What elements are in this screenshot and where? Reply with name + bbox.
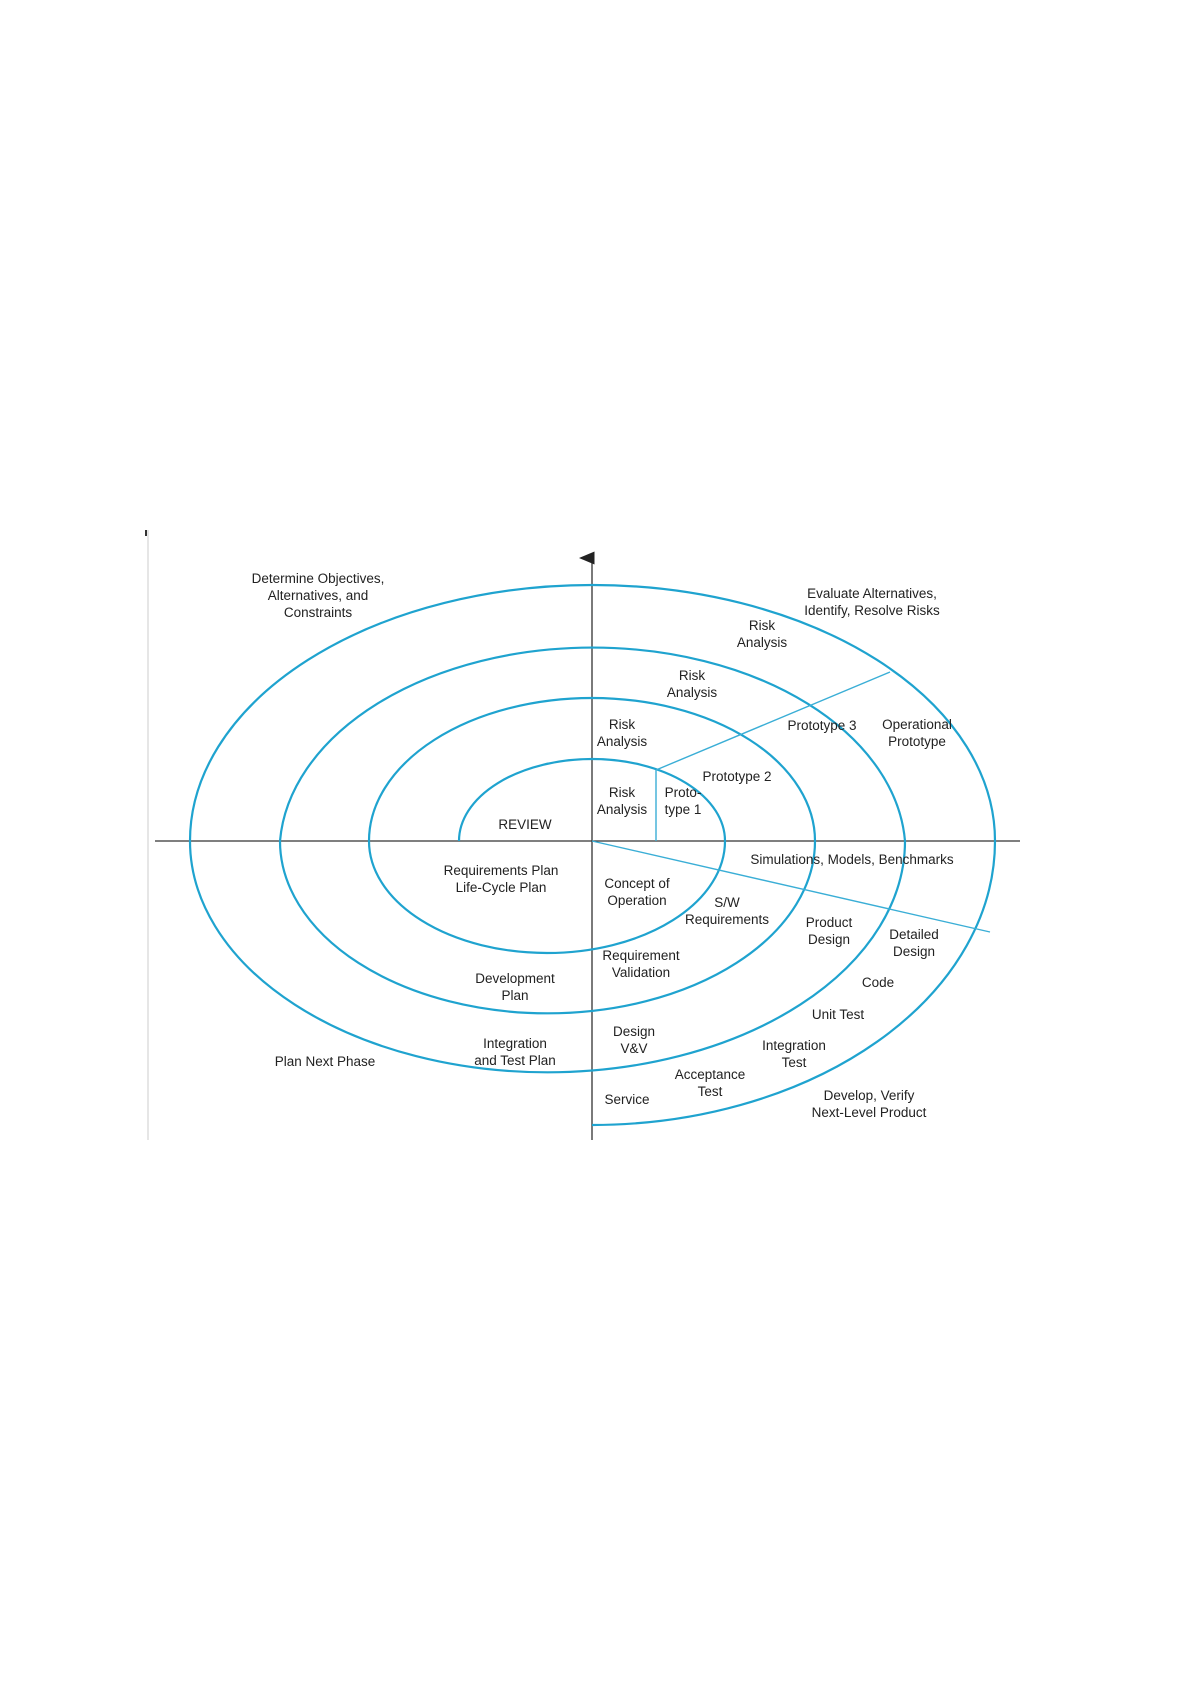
label-line: Alternatives, and [268, 588, 369, 603]
label-line: Analysis [597, 734, 648, 749]
label-line: Risk [749, 618, 775, 633]
label-line: Simulations, Models, Benchmarks [750, 852, 954, 867]
int-plan-label: Integration and Test Plan [474, 1036, 556, 1068]
simulation-divider [591, 840, 991, 933]
label-line: Identify, Resolve Risks [804, 603, 940, 618]
label-line: Integration [762, 1038, 826, 1053]
label-line: REVIEW [498, 817, 552, 832]
label-line: Prototype 3 [787, 718, 856, 733]
label-line: Acceptance [675, 1067, 746, 1082]
label-line: Develop, Verify [824, 1088, 915, 1103]
sim-label: Simulations, Models, Benchmarks [750, 852, 954, 867]
label-line: Proto- [665, 785, 702, 800]
label-line: Constraints [284, 605, 353, 620]
label-line: Plan Next Phase [275, 1054, 376, 1069]
risk-prototype-divider [655, 671, 891, 771]
label-line: Detailed [889, 927, 939, 942]
label-line: Validation [612, 965, 670, 980]
label-line: Requirements Plan [444, 863, 559, 878]
label-line: Prototype 2 [702, 769, 771, 784]
bottom-left-label: Plan Next Phase [275, 1054, 376, 1069]
service-label: Service [604, 1092, 649, 1107]
label-line: Prototype [888, 734, 946, 749]
label-line: Risk [679, 668, 705, 683]
label-line: Design [808, 932, 850, 947]
label-line: Integration [483, 1036, 547, 1051]
top-right-label: Evaluate Alternatives, Identify, Resolve … [804, 586, 940, 618]
label-line: Operation [607, 893, 666, 908]
unit-test-label: Unit Test [812, 1007, 865, 1022]
label-line: Concept of [604, 876, 670, 891]
concept-label: Concept of Operation [604, 876, 670, 908]
label-line: Evaluate Alternatives, [807, 586, 937, 601]
spiral-path [188, 583, 997, 1127]
code-label: Code [862, 975, 894, 990]
label-line: V&V [620, 1041, 647, 1056]
label-line: Operational [882, 717, 952, 732]
label-line: Life-Cycle Plan [456, 880, 547, 895]
label-line: Design [613, 1024, 655, 1039]
label-line: Code [862, 975, 894, 990]
label-line: Risk [609, 717, 635, 732]
proto1-label: Proto-type 1 [665, 785, 702, 817]
label-line: Analysis [667, 685, 718, 700]
review-label: REVIEW [498, 817, 552, 832]
label-line: Unit Test [812, 1007, 865, 1022]
label-line: Risk [609, 785, 635, 800]
label-line: Analysis [597, 802, 648, 817]
label-line: Determine Objectives, [252, 571, 385, 586]
label-line: Plan [501, 988, 528, 1003]
label-line: Analysis [737, 635, 788, 650]
label-line: Design [893, 944, 935, 959]
label-line: Next-Level Product [812, 1105, 927, 1120]
proto3-label: Prototype 3 [787, 718, 856, 733]
label-line: Product [806, 915, 853, 930]
label-line: Requirement [602, 948, 680, 963]
label-line: Requirements [685, 912, 769, 927]
label-line: Test [698, 1084, 723, 1099]
label-line: type 1 [665, 802, 702, 817]
label-line: and Test Plan [474, 1053, 556, 1068]
label-line: S/W [714, 895, 740, 910]
label-line: Service [604, 1092, 649, 1107]
proto2-label: Prototype 2 [702, 769, 771, 784]
label-line: Development [475, 971, 555, 986]
sw-req-label: S/W Requirements [685, 895, 769, 927]
label-line: Test [782, 1055, 807, 1070]
